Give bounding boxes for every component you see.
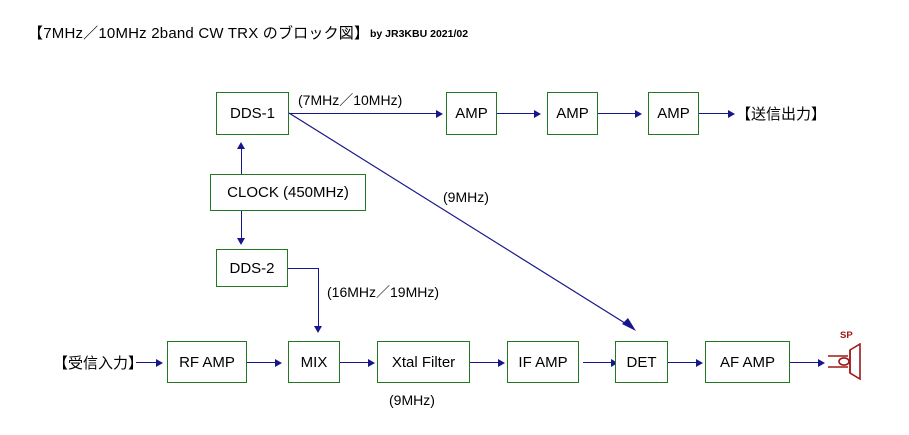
arrowhead-rfamp-mix bbox=[275, 358, 282, 367]
connector-xtal-ifamp bbox=[470, 362, 498, 363]
block-clock[interactable]: CLOCK (450MHz) bbox=[210, 174, 366, 211]
byline: by JR3KBU 2021/02 bbox=[370, 28, 469, 40]
speaker-icon bbox=[828, 343, 861, 381]
arrowhead-clock-dds2 bbox=[237, 238, 245, 245]
block-det[interactable]: DET bbox=[615, 341, 668, 383]
connector-clock-dds1 bbox=[241, 146, 242, 174]
connector-afamp-speaker bbox=[790, 362, 818, 363]
arrowhead-ifamp-det bbox=[611, 358, 618, 367]
connector-det-afamp bbox=[668, 362, 696, 363]
arrowhead-amp3-tx-output bbox=[728, 109, 735, 118]
label-if-frequency: (9MHz) bbox=[389, 392, 435, 408]
arrowhead-det-afamp bbox=[696, 358, 703, 367]
terminal-rx-input: 【受信入力】 bbox=[53, 355, 144, 372]
block-xtal-filter[interactable]: Xtal Filter bbox=[377, 341, 470, 383]
connector-dds1-amp1 bbox=[289, 113, 436, 114]
arrowhead-dds2-mix bbox=[313, 326, 322, 333]
connector-rfamp-mix bbox=[247, 362, 275, 363]
block-dds1[interactable]: DDS-1 bbox=[216, 92, 289, 135]
block-amp-3[interactable]: AMP bbox=[648, 92, 699, 135]
arrowhead-amp1-amp2 bbox=[534, 109, 541, 118]
block-if-amp[interactable]: IF AMP bbox=[507, 341, 579, 383]
block-dds2[interactable]: DDS-2 bbox=[216, 249, 288, 287]
block-amp-2[interactable]: AMP bbox=[547, 92, 598, 135]
connector-amp3-tx-output bbox=[699, 113, 728, 114]
block-af-amp[interactable]: AF AMP bbox=[705, 341, 790, 383]
connector-rx-input-rfamp bbox=[136, 362, 156, 363]
arrowhead-clock-dds1 bbox=[237, 142, 245, 149]
connector-mix-xtal bbox=[340, 362, 368, 363]
connector-amp1-amp2 bbox=[497, 113, 534, 114]
block-rf-amp[interactable]: RF AMP bbox=[167, 341, 247, 383]
connector-clock-dds2 bbox=[241, 210, 242, 238]
connector-dds2-elbow-horizontal bbox=[288, 268, 318, 269]
arrowhead-mix-xtal bbox=[368, 358, 375, 367]
connector-dds2-elbow-vertical bbox=[317, 268, 319, 326]
block-mix[interactable]: MIX bbox=[288, 341, 340, 383]
terminal-tx-output: 【送信出力】 bbox=[736, 106, 827, 123]
arrowhead-dds1-amp1 bbox=[436, 109, 443, 118]
block-amp-1[interactable]: AMP bbox=[446, 92, 497, 135]
connector-ifamp-det bbox=[583, 362, 611, 363]
arrowhead-xtal-ifamp bbox=[498, 358, 505, 367]
arrowhead-afamp-speaker bbox=[818, 358, 825, 367]
connector-amp2-amp3 bbox=[598, 113, 635, 114]
arrowhead-amp2-amp3 bbox=[635, 109, 642, 118]
label-lo-frequency: (16MHz／19MHz) bbox=[327, 284, 440, 300]
page-title: 【7MHz／10MHz 2band CW TRX のブロック図】 bbox=[28, 25, 370, 42]
label-tx-frequency: (7MHz／10MHz) bbox=[298, 92, 403, 108]
label-bfo-frequency: (9MHz) bbox=[443, 189, 489, 205]
arrowhead-rx-input-rfamp bbox=[156, 358, 163, 367]
speaker-label: SP bbox=[840, 330, 853, 341]
